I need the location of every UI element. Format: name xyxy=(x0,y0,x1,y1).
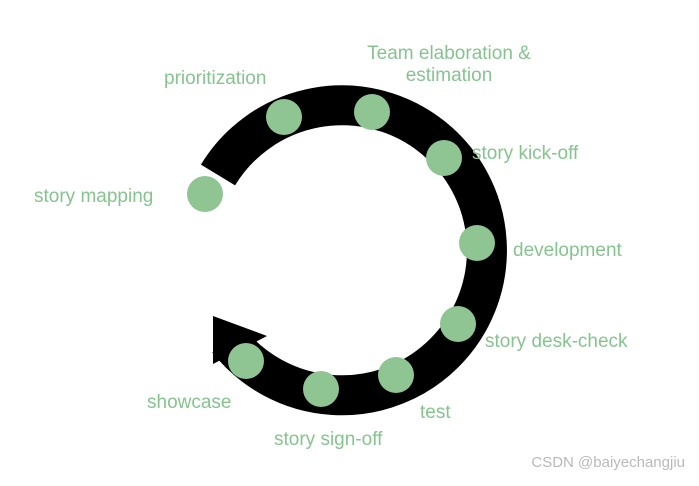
step-label-team-elaboration: Team elaboration &estimation xyxy=(367,43,531,86)
step-label-story-kick-off: story kick-off xyxy=(472,143,579,164)
step-label-showcase: showcase xyxy=(147,392,232,413)
step-label-story-mapping: story mapping xyxy=(34,186,154,207)
watermark: CSDN @baiyechangjiu xyxy=(531,454,685,471)
step-dot-team-elaboration xyxy=(354,94,390,130)
step-label-story-sign-off: story sign-off xyxy=(274,429,383,450)
step-dot-test xyxy=(378,357,414,393)
step-dot-story-mapping xyxy=(187,176,223,212)
step-dot-story-kick-off xyxy=(426,140,462,176)
step-label-development: development xyxy=(513,240,622,261)
step-dot-prioritization xyxy=(266,99,302,135)
step-dot-story-sign-off xyxy=(303,371,339,407)
step-dot-showcase xyxy=(228,343,264,379)
lifecycle-arrow-head xyxy=(213,316,267,364)
step-dot-development xyxy=(459,225,495,261)
step-label-test: test xyxy=(420,402,451,423)
step-label-prioritization: prioritization xyxy=(164,68,267,89)
step-label-story-desk-check: story desk-check xyxy=(485,331,628,352)
step-dot-story-desk-check xyxy=(440,306,476,342)
